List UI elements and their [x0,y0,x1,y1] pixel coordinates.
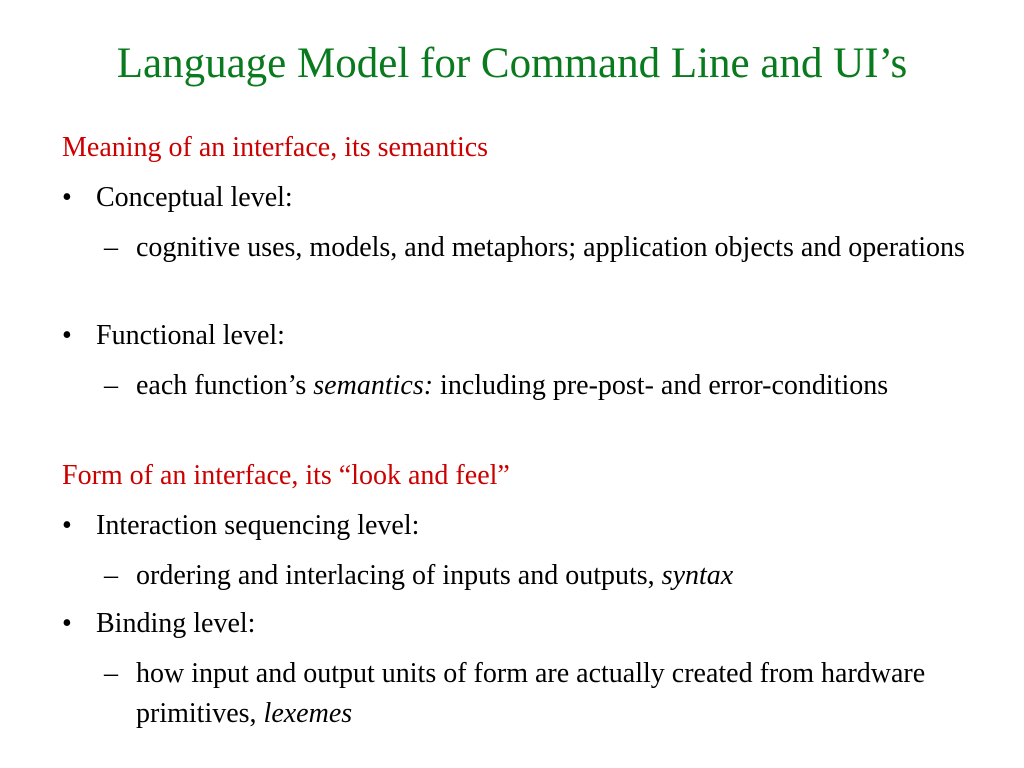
dash-icon: – [104,658,118,689]
bullet-icon: • [62,608,72,639]
sub-text-italic: syntax [661,560,734,591]
section-heading-semantics: Meaning of an interface, its semantics [62,132,489,163]
bullet-label: Functional level: [96,320,285,351]
bullet-label: Conceptual level: [96,182,293,213]
dash-icon: – [104,232,118,263]
bullet-label: Binding level: [96,608,256,639]
sub-item-conceptual: – cognitive uses, models, and metaphors;… [104,228,984,268]
dash-icon: – [104,560,118,591]
slide-title: Language Model for Command Line and UI’s [116,40,908,87]
bullet-icon: • [62,320,72,351]
sub-text-before: each function’s [136,370,314,401]
sub-text-before: cognitive uses, models, and metaphors; a… [136,232,965,263]
bullet-icon: • [62,510,72,541]
sub-text-italic: semantics: [313,370,434,401]
sub-item-functional: – each function’s semantics: including p… [104,366,984,406]
bullet-icon: • [62,182,72,213]
sub-text-before: ordering and interlacing of inputs and o… [136,560,662,591]
dash-icon: – [104,370,118,401]
sub-text-after: including pre-post- and error-conditions [433,370,889,401]
sub-item-interaction-sequencing: – ordering and interlacing of inputs and… [104,556,984,596]
sub-item-text: how input and output units of form are a… [136,654,966,734]
sub-item-binding: – how input and output units of form are… [104,654,984,734]
sub-text-before: how input and output units of form are a… [136,658,926,729]
section-heading-look-and-feel: Form of an interface, its “look and feel… [62,460,510,491]
sub-item-text: cognitive uses, models, and metaphors; a… [136,228,966,268]
bullet-label: Interaction sequencing level: [96,510,420,541]
sub-text-italic: lexemes [263,698,353,729]
sub-item-text: each function’s semantics: including pre… [136,366,966,406]
sub-item-text: ordering and interlacing of inputs and o… [136,556,966,596]
